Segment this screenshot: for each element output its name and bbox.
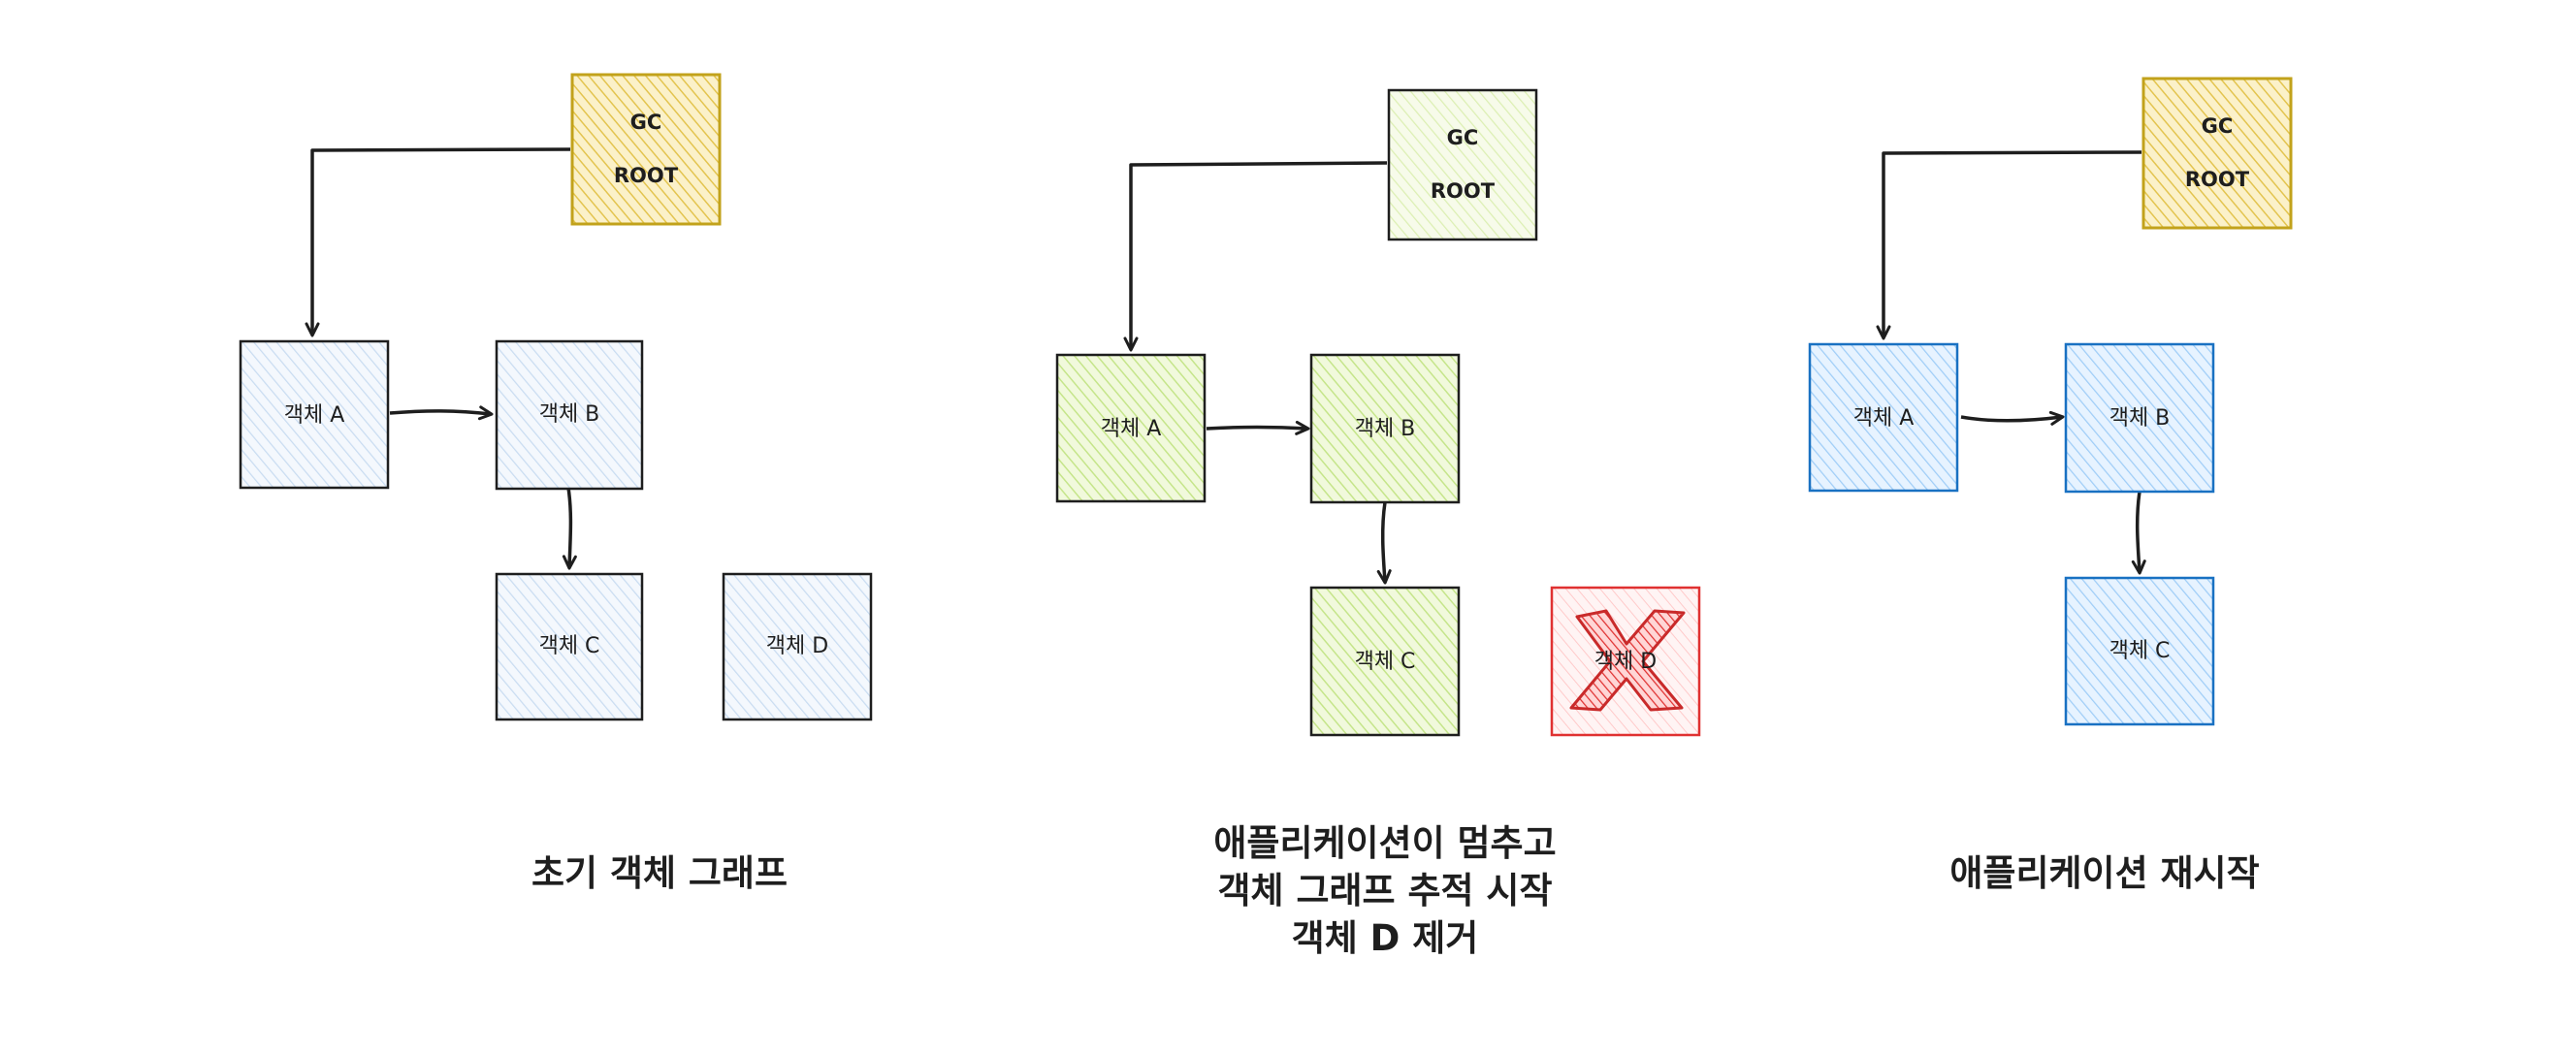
arrow-b-to-c [562, 487, 577, 570]
gc-root-label-gc: GC [630, 111, 662, 134]
caption-panel-3: 애플리케이션 재시작 [1775, 849, 2434, 897]
object-c-box: 객체 C [2064, 576, 2215, 726]
caption-line: 애플리케이션이 멈추고 [1213, 822, 1557, 864]
object-a-box: 객체 A [1808, 342, 1959, 493]
gc-root-label-root: ROOT [2185, 168, 2250, 191]
x-mark-icon [1569, 609, 1686, 712]
object-a-box: 객체 A [1055, 353, 1207, 503]
panel-stop-and-trace: GC ROOT 객체 A 객체 B 객체 C 객체 D [1055, 88, 1701, 737]
object-c-label: 객체 C [1355, 650, 1416, 674]
gc-root-box: GC ROOT [1387, 88, 1538, 241]
object-d-box-removed: 객체 D [1550, 586, 1701, 737]
object-a-label: 객체 A [1853, 406, 1915, 431]
gc-root-label-root: ROOT [1431, 179, 1496, 203]
object-d-label: 객체 D [1594, 650, 1657, 674]
panel-initial-graph: GC ROOT 객체 A 객체 B 객체 C 객체 D [239, 73, 873, 721]
arrow-a-to-b [1206, 420, 1310, 435]
caption-line: 애플리케이션 재시작 [1949, 852, 2260, 894]
object-b-label: 객체 B [2109, 406, 2171, 431]
gc-root-label-root: ROOT [614, 164, 679, 187]
object-b-label: 객체 B [539, 402, 600, 427]
object-d-box: 객체 D [722, 572, 873, 721]
gc-root-label-gc: GC [2202, 114, 2234, 138]
panel-restart: GC ROOT 객체 A 객체 B 객체 C [1808, 77, 2293, 726]
caption-line: 객체 그래프 추적 시작 [1217, 870, 1553, 911]
arrow-a-to-b [1960, 410, 2065, 426]
object-a-label: 객체 A [1101, 417, 1162, 441]
object-c-box: 객체 C [495, 572, 644, 721]
caption-line: 객체 D 제거 [1291, 917, 1479, 959]
arrow-root-to-a [305, 147, 571, 337]
object-c-box: 객체 C [1309, 586, 1461, 737]
object-b-label: 객체 B [1355, 417, 1416, 441]
object-b-box: 객체 B [495, 339, 644, 491]
object-c-label: 객체 C [2109, 639, 2171, 663]
object-a-box: 객체 A [239, 339, 390, 490]
arrow-root-to-a [1876, 150, 2142, 340]
gc-root-box: GC ROOT [2141, 77, 2293, 230]
arrow-b-to-c [2131, 491, 2146, 575]
gc-root-box: GC ROOT [570, 73, 722, 226]
object-b-box: 객체 B [2064, 342, 2215, 494]
object-a-label: 객체 A [284, 403, 345, 428]
gc-root-label-gc: GC [1447, 126, 1479, 149]
object-b-box: 객체 B [1309, 353, 1461, 504]
object-d-label: 객체 D [766, 634, 828, 658]
arrow-b-to-c [1376, 501, 1392, 585]
object-c-label: 객체 C [539, 634, 600, 658]
arrow-a-to-b [389, 405, 494, 421]
caption-line: 초기 객체 그래프 [531, 852, 789, 894]
caption-panel-1: 초기 객체 그래프 [330, 849, 989, 897]
caption-panel-2: 애플리케이션이 멈추고 객체 그래프 추적 시작 객체 D 제거 [1055, 819, 1715, 962]
arrow-root-to-a [1123, 161, 1388, 352]
